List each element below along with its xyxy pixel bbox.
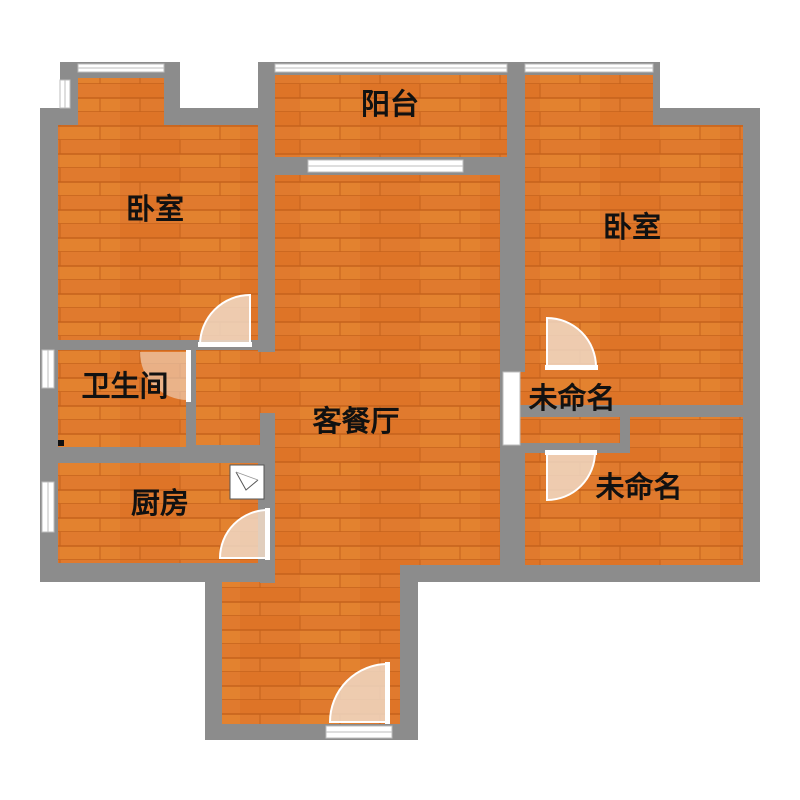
floor-entry-link <box>275 560 400 590</box>
door-swing-icon <box>545 316 598 370</box>
window-icon <box>307 159 464 173</box>
label-bedroom-right: 卧室 <box>603 210 661 244</box>
shower-icon <box>229 464 265 500</box>
label-bedroom-left: 卧室 <box>126 192 184 226</box>
door-swing-icon <box>328 662 390 724</box>
windows <box>41 63 654 739</box>
window-icon <box>41 481 55 533</box>
floor-bedroom-left-nook <box>78 78 164 128</box>
window-icon <box>77 63 165 73</box>
window-icon <box>59 79 71 109</box>
marker-dot <box>58 440 64 446</box>
label-unnamed-upper: 未命名 <box>528 381 615 415</box>
label-unnamed-lower: 未命名 <box>595 470 682 504</box>
window-icon <box>502 371 521 446</box>
door-swing-icon <box>140 350 191 402</box>
label-kitchen: 厨房 <box>131 486 189 520</box>
window-icon <box>41 349 55 389</box>
label-balcony: 阳台 <box>361 87 419 121</box>
floor-balcony <box>275 75 507 157</box>
floor-living-dining <box>275 175 500 565</box>
door-swing-icon <box>198 293 252 347</box>
window-icon <box>325 725 393 739</box>
label-bathroom: 卫生间 <box>81 369 168 403</box>
floors <box>58 75 743 724</box>
window-icon <box>524 63 654 73</box>
door-swing-icon <box>218 508 270 560</box>
doors <box>140 293 598 724</box>
window-icon <box>274 63 508 73</box>
label-living-dining: 客餐厅 <box>312 404 399 438</box>
door-swing-icon <box>545 450 597 502</box>
floor-bedroom-right-nook <box>525 75 653 130</box>
